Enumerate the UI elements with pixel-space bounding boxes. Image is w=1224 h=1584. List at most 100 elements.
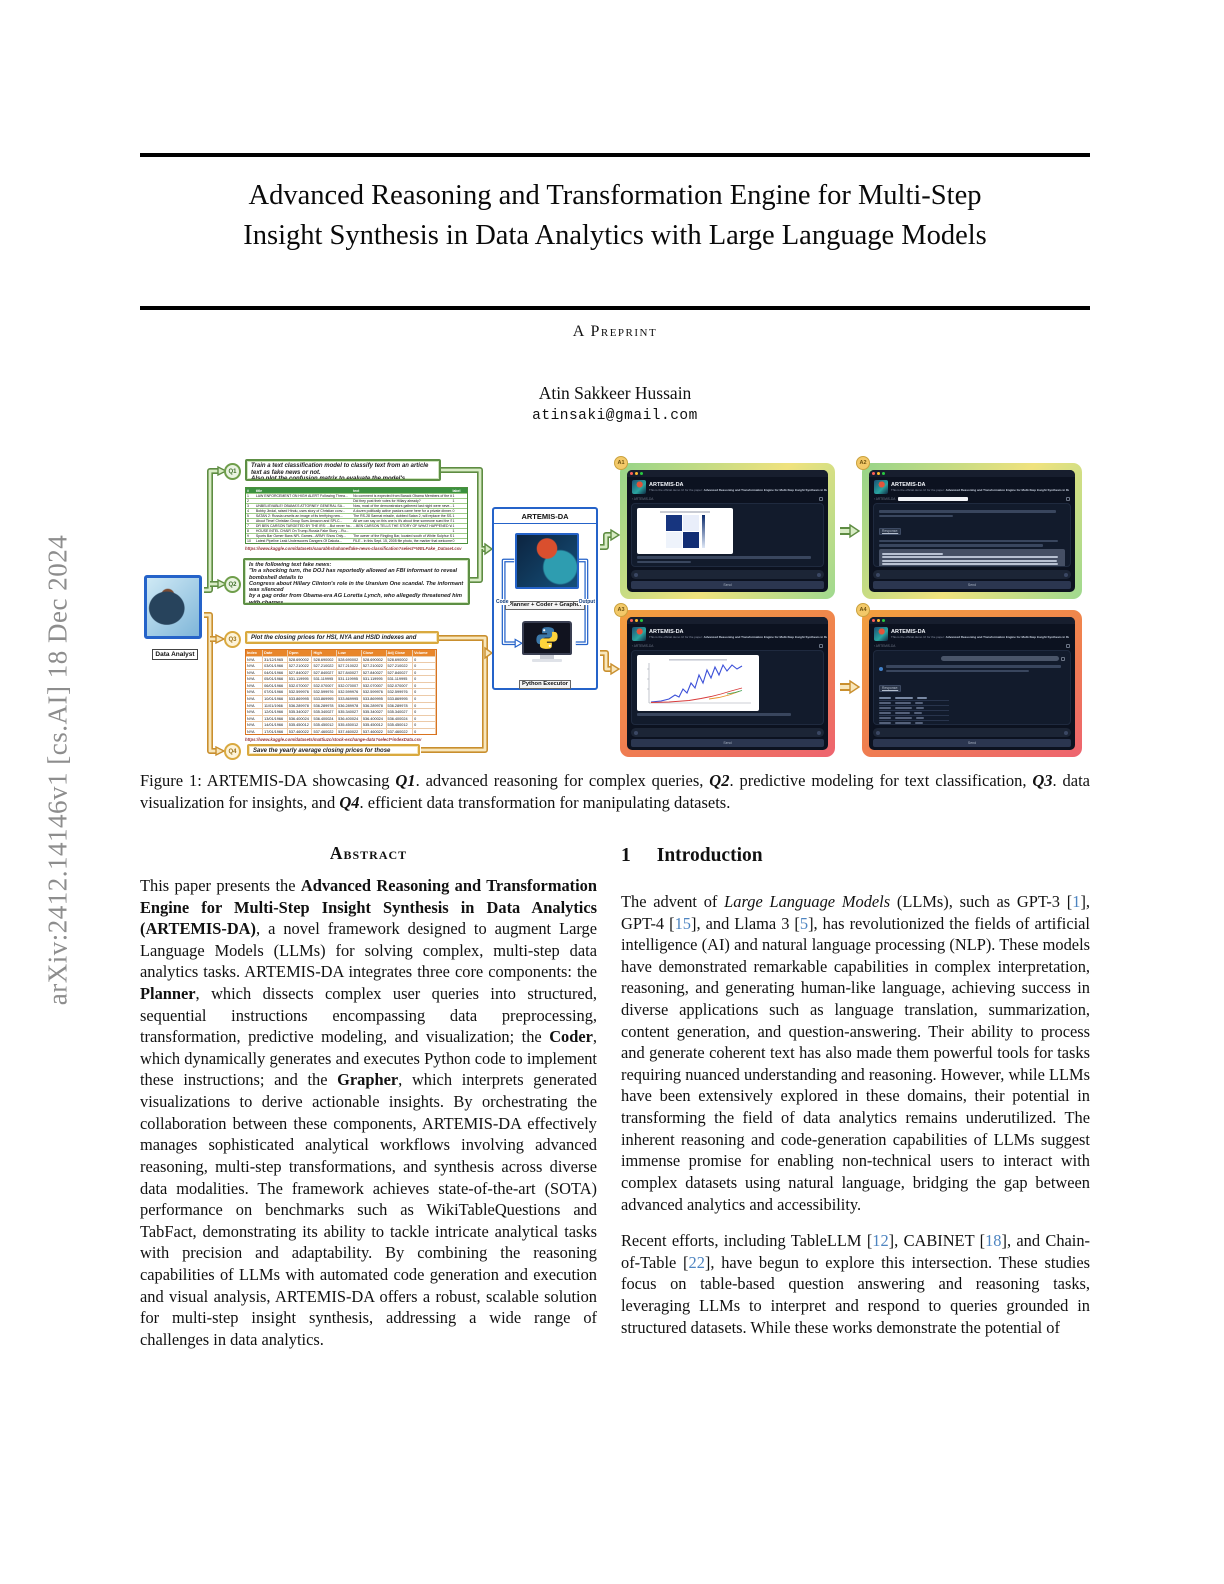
confusion-matrix-grid — [665, 514, 699, 548]
app-avatar — [632, 480, 646, 494]
artemis-window-a2: ARTEMIS-DA This is the official demo UI … — [869, 470, 1075, 592]
text-line-placeholder — [637, 556, 811, 559]
introduction-heading: 1 Introduction — [621, 845, 1090, 867]
citation-link[interactable]: 12 — [872, 1231, 889, 1251]
mid-rule — [140, 306, 1090, 310]
app-title: ARTEMIS-DA — [891, 628, 926, 635]
window-titlebar — [627, 617, 828, 624]
arxiv-identifier: arXiv:2412.14146v1 [cs.AI] 18 Dec 2024 — [42, 534, 73, 1006]
window-titlebar — [869, 617, 1075, 624]
monitor-base — [532, 659, 562, 662]
citation-link[interactable]: 22 — [688, 1252, 705, 1272]
paper-title-line1: Advanced Reasoning and Transformation En… — [248, 180, 982, 211]
text-line-placeholder — [637, 713, 791, 716]
text-line-placeholder — [879, 539, 1058, 542]
minimize-dot-icon — [635, 472, 638, 475]
expand-icon — [819, 644, 823, 648]
panel-badge-a3: A3 — [614, 603, 628, 617]
screenshot-panel-a3: ARTEMIS-DA This is the official demo UI … — [620, 610, 835, 757]
colorbar — [701, 514, 705, 548]
screenshot-panel-a2: ARTEMIS-DA This is the official demo UI … — [862, 463, 1082, 599]
paper-title: Advanced Reasoning and Transformation En… — [140, 176, 1090, 257]
minimize-dot-icon — [635, 619, 638, 622]
app-subtitle: This is the official demo UI for the pap… — [891, 488, 1069, 493]
chat-body: Response: — [631, 650, 824, 725]
paper-title-line2: Insight Synthesis in Data Analytics with… — [243, 220, 987, 252]
author-email[interactable]: atinsaki@gmail.com — [532, 408, 698, 424]
figure-caption: Figure 1: ARTEMIS-DA showcasing Q1. adva… — [140, 771, 1091, 813]
app-header: ARTEMIS-DA This is the official demo UI … — [627, 477, 828, 496]
minimize-dot-icon — [877, 472, 880, 475]
query-node-q2: Q2 — [224, 576, 241, 593]
citation-link[interactable]: 15 — [674, 913, 691, 933]
introduction-paragraph-2: Recent efforts, including TableLLM [12],… — [621, 1231, 1090, 1337]
chat-input-bar — [873, 570, 1071, 579]
send-button: Send — [631, 581, 824, 589]
fake-news-dataset-link[interactable]: https://www.kaggle.com/datasets/saurabhs… — [245, 546, 462, 551]
close-dot-icon — [630, 619, 633, 622]
user-query-pill — [898, 497, 969, 501]
text-line-placeholder — [882, 563, 1059, 566]
app-header: ARTEMIS-DA This is the official demo UI … — [627, 624, 828, 643]
assistant-avatar — [879, 666, 883, 671]
planner-coder-grapher-label: Planner + Coder + Grapher — [494, 593, 596, 611]
yearly-average-table — [879, 696, 949, 724]
window-titlebar — [869, 470, 1075, 477]
panel-badge-a1: A1 — [614, 456, 628, 470]
send-icon — [817, 572, 821, 577]
chat-body: Response: Response: — [873, 503, 1071, 567]
artemis-window-a3: ARTEMIS-DA This is the official demo UI … — [627, 617, 828, 750]
python-logo-icon — [522, 621, 572, 655]
text-line-placeholder — [879, 544, 1043, 547]
chat-input-bar — [631, 728, 824, 737]
minimize-dot-icon — [877, 619, 880, 622]
panel-badge-a2: A2 — [856, 456, 870, 470]
breadcrumb: ‹ ARTEMIS-DA — [627, 496, 828, 502]
chat-body: Response: — [873, 650, 1071, 725]
attach-icon — [634, 730, 638, 735]
send-icon — [1064, 572, 1068, 577]
assistant-message-row — [879, 663, 1065, 674]
query-text-q3: Plot the closing prices for HSI, NYA and… — [245, 631, 439, 644]
citation-link[interactable]: 18 — [985, 1231, 1002, 1251]
app-header: ARTEMIS-DA This is the official demo UI … — [869, 477, 1075, 496]
send-icon — [817, 730, 821, 735]
python-executor-label: Python Executor — [494, 672, 596, 690]
python-executor-monitor — [522, 621, 572, 662]
window-titlebar — [627, 470, 828, 477]
user-message-pill — [941, 656, 1059, 661]
text-line-placeholder — [879, 510, 1056, 513]
send-button: Send — [631, 739, 824, 747]
maximize-dot-icon — [640, 619, 643, 622]
figure-1-diagram: Data Analyst Q1 Q2 Q3 Q4 Train a text cl… — [140, 447, 1090, 765]
text-line-placeholder — [879, 514, 954, 518]
maximize-dot-icon — [640, 472, 643, 475]
close-dot-icon — [872, 472, 875, 475]
screenshot-panel-a1: ARTEMIS-DA This is the official demo UI … — [620, 463, 835, 599]
stock-dataset-link[interactable]: https://www.kaggle.com/datasets/mattiuzc… — [245, 737, 422, 742]
planner-coder-grapher-illustration — [515, 533, 579, 589]
maximize-dot-icon — [882, 472, 885, 475]
citation-link[interactable]: 5 — [799, 913, 809, 933]
section-title: Introduction — [656, 845, 763, 866]
chart-title-placeholder — [659, 511, 711, 513]
edit-icon — [1061, 656, 1065, 661]
expand-icon — [1066, 497, 1070, 501]
query-node-q4: Q4 — [224, 743, 241, 760]
app-title: ARTEMIS-DA — [891, 481, 926, 488]
app-avatar — [874, 480, 888, 494]
code-flow-label: Code — [495, 599, 510, 605]
section-number: 1 — [621, 845, 631, 866]
data-analyst-label: Data Analyst — [140, 643, 210, 661]
monitor-stand — [540, 655, 554, 659]
citation-link[interactable]: 1 — [1072, 892, 1081, 911]
attach-icon — [634, 572, 638, 577]
two-column-body: Abstract This paper presents the Advance… — [140, 843, 1090, 1350]
maximize-dot-icon — [882, 619, 885, 622]
response-chip: Response: — [879, 684, 902, 692]
panel-badge-a4: A4 — [856, 603, 870, 617]
app-title: ARTEMIS-DA — [649, 628, 684, 635]
text-line-placeholder — [882, 559, 1057, 562]
preprint-label: A Preprint — [572, 323, 658, 340]
